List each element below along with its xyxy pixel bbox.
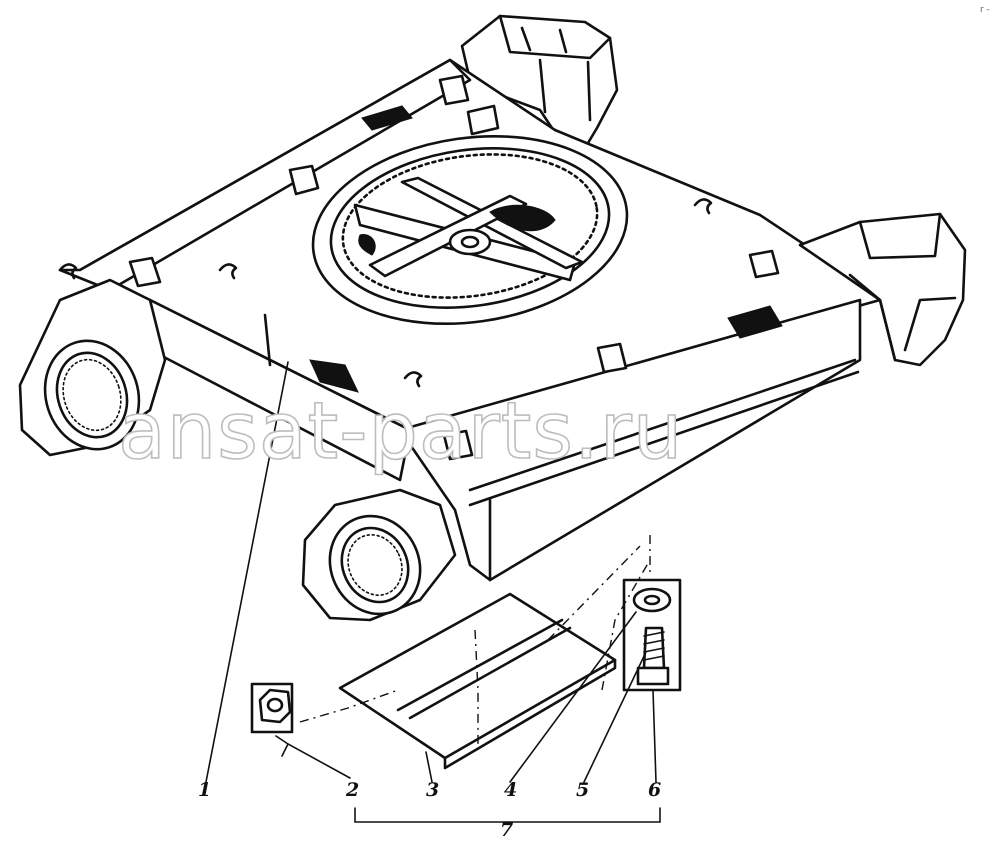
leader-lines (205, 361, 661, 823)
callout-1: 1 (198, 779, 211, 801)
callout-5: 5 (576, 779, 589, 801)
callout-4: 4 (504, 779, 517, 801)
callout-6: 6 (648, 779, 661, 801)
bolt-washer-set (622, 578, 682, 692)
nut (250, 682, 294, 734)
frame-assembly (18, 14, 967, 622)
callout-7: 7 (500, 819, 513, 841)
watermark-text: ansat-parts.ru (118, 387, 683, 477)
callout-3: 3 (426, 779, 439, 801)
callout-2: 2 (345, 779, 359, 801)
corner-mark: r - (980, 5, 990, 15)
callouts: 1 2 3 4 5 6 7 (198, 779, 661, 841)
